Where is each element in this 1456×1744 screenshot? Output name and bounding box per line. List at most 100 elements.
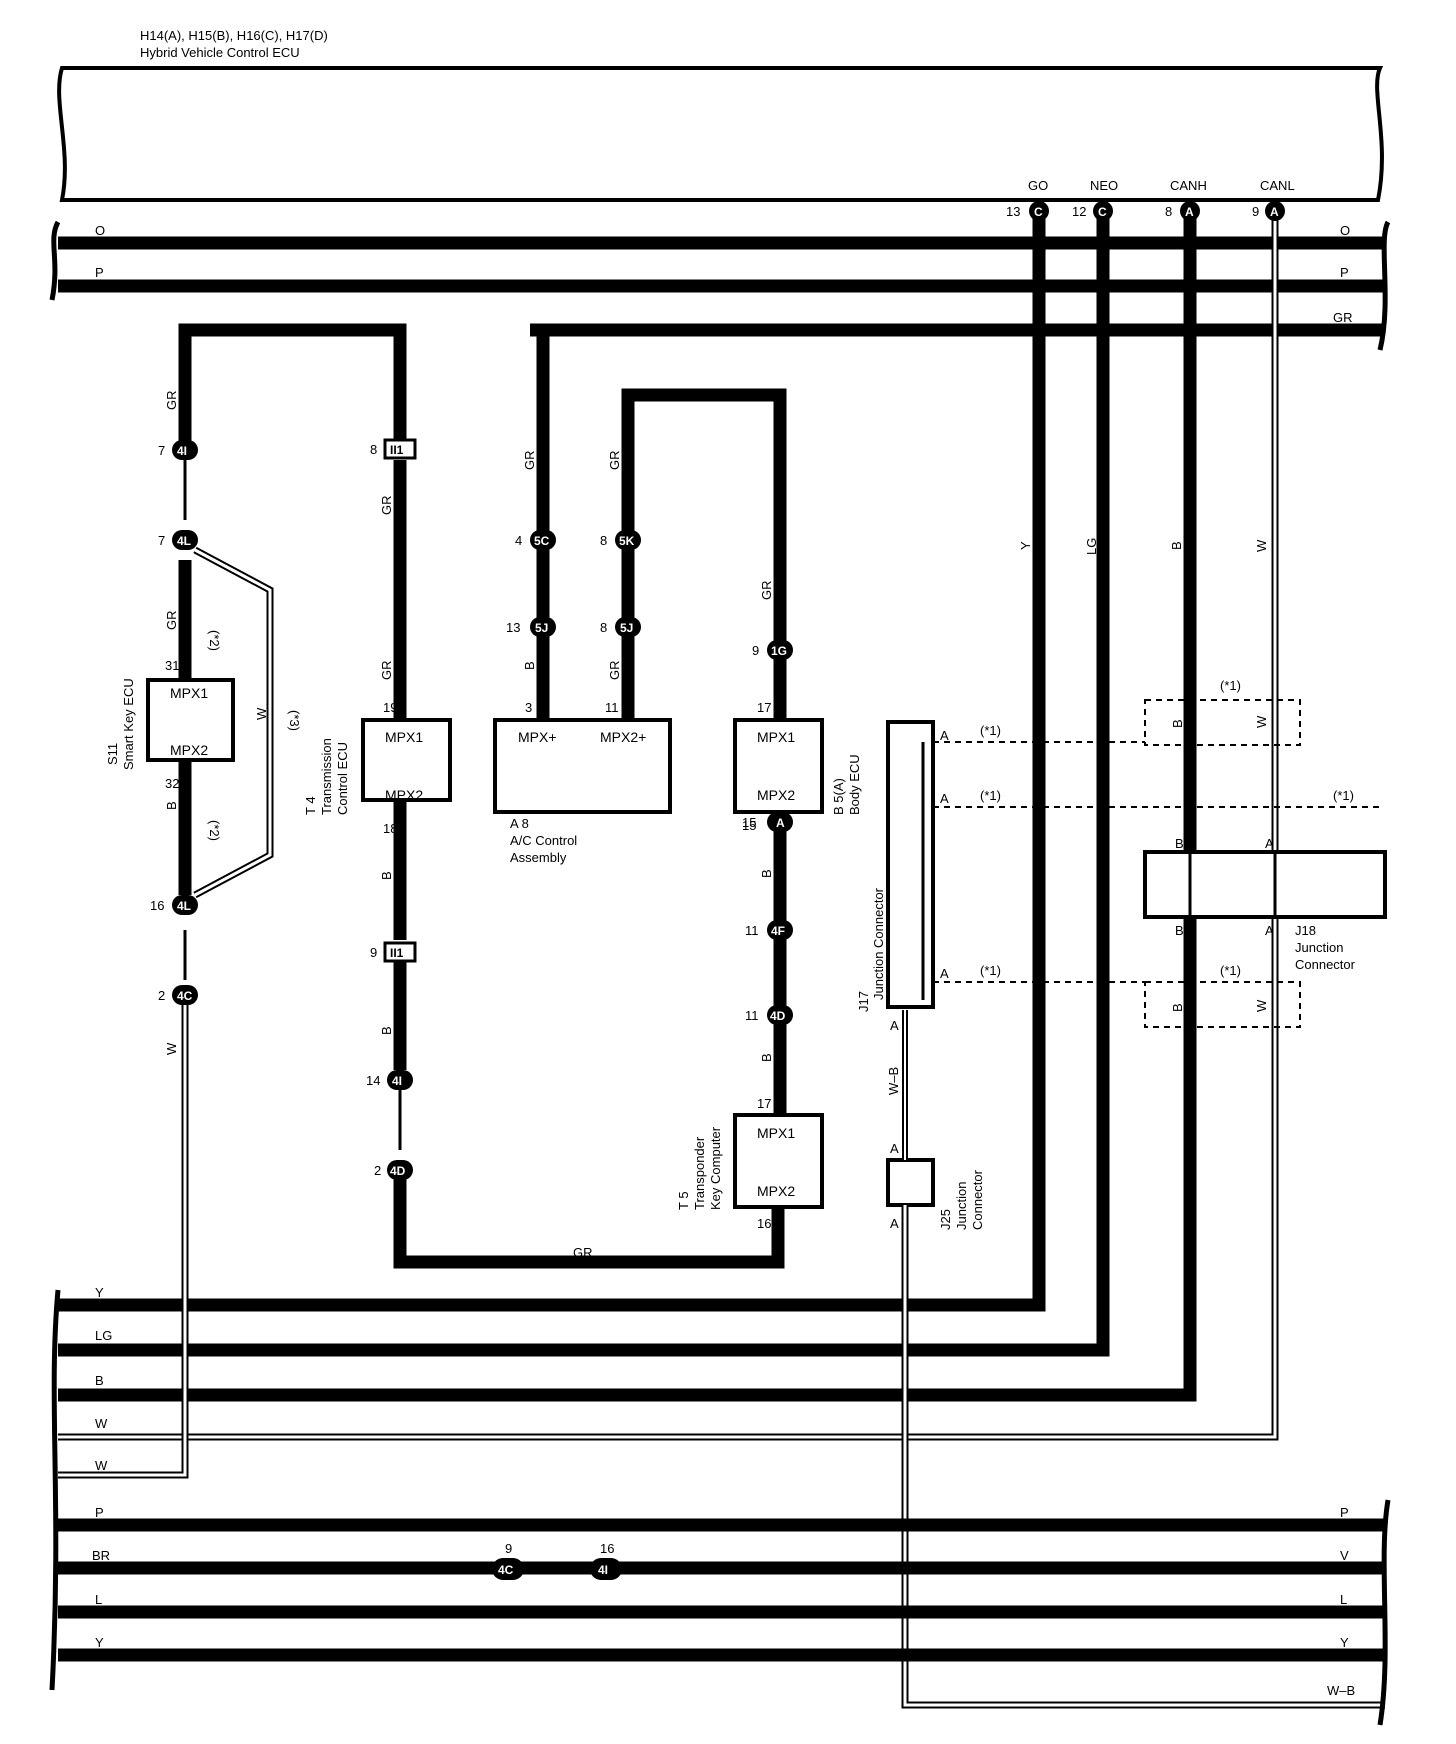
j25-id: J25 [938,1209,953,1230]
bot-bus-right-p: P [1340,1505,1349,1520]
j18-name2: Connector [1295,957,1356,972]
terminal-canl-label: CANL [1260,178,1295,193]
ecu-name-label: Hybrid Vehicle Control ECU [140,45,300,60]
svg-text:4C: 4C [498,1563,514,1577]
j18-dash-w-top: W [1254,715,1269,728]
svg-text:5C: 5C [534,534,550,548]
a8-pin-11: 11 [605,700,619,715]
b5-pin-15: 15 [742,818,756,833]
bot-bus-left-br: BR [92,1548,110,1563]
b-b5-lower: B [759,869,774,878]
j17-j25-wb-wire [901,1010,1385,1709]
ecu-neo-pin: 12 [1072,204,1086,219]
ecu-neo-conn: C [1098,205,1107,219]
svg-text:4I: 4I [177,444,187,458]
t5-transponder-box [733,1113,824,1209]
top-bus-right-gr: GR [1333,310,1353,325]
a8-name1: A/C Control [510,833,577,848]
note-star1-d: (*1) [1220,678,1241,693]
note-star1-e: (*1) [1333,788,1354,803]
j17-junction-connector [886,720,935,1009]
b-t5-upper: B [759,1053,774,1062]
gr-b5-top: GR [759,581,774,601]
svg-text:8: 8 [600,620,607,635]
terminal-neo-label: NEO [1090,178,1118,193]
t4-mpx1: MPX1 [385,729,423,745]
t5-name2: Key Computer [708,1126,723,1210]
b5-mpx1: MPX1 [757,729,795,745]
gr-a8-right: GR [607,661,622,681]
b5-mpx2: MPX2 [757,787,795,803]
j18-pin-b-bottom: B [1175,923,1184,938]
note-star1-f: (*1) [1220,963,1241,978]
j18-dash-b-top: B [1170,719,1185,728]
svg-text:II1: II1 [390,946,404,960]
a8-wiring [536,323,787,720]
gr-a8-right-top: GR [607,451,622,471]
t4-pin-19: 19 [383,700,397,715]
s11-id: S11 [105,743,120,765]
a8-mpx2-plus: MPX2+ [600,729,646,745]
svg-text:15: 15 [742,815,756,830]
bot-bus-left-y: Y [95,1285,104,1300]
svg-text:13: 13 [506,620,520,635]
gr-s11-top: GR [164,391,179,411]
terminal-canh-label: CANH [1170,178,1207,193]
j17-pin-a2: A [940,791,949,806]
note-star3: (*3) [287,710,302,731]
b-s11-lower: B [164,801,179,810]
svg-text:2: 2 [374,1163,381,1178]
svg-text:8: 8 [370,442,377,457]
top-bus-left-o: O [95,223,105,238]
j17-id: J17 [856,991,871,1012]
s11-pin-31: 31 [165,658,179,673]
bot-bus-left-w1: W [95,1416,108,1431]
j18-pin-a-top: A [1265,836,1274,851]
svg-text:9: 9 [370,945,377,960]
top-bus [49,220,1391,351]
s11-pin-32: 32 [165,776,179,791]
bot-bus-right-y: Y [1340,1635,1349,1650]
top-bus-right-p: P [1340,265,1349,280]
wire-color-b: B [1169,541,1184,550]
t4-mpx2: MPX2 [385,787,423,803]
svg-text:2: 2 [158,988,165,1003]
b5-pin-17: 17 [757,700,771,715]
s11-mpx1: MPX1 [170,685,208,701]
j25-name2: Connector [970,1169,985,1230]
svg-text:A: A [776,816,785,830]
ecu-go-conn: C [1034,205,1043,219]
svg-text:5J: 5J [535,621,548,635]
bot-bus-left-l: L [95,1592,102,1607]
wire-color-y: Y [1018,541,1033,550]
b-t4-bottom: B [379,1026,394,1035]
svg-text:16: 16 [600,1541,614,1556]
t4-id: T 4 [303,796,318,815]
j18-id: J18 [1295,923,1316,938]
bot-bus-left-lg: LG [95,1328,112,1343]
a8-name2: Assembly [510,850,567,865]
b5-body-ecu-box [733,718,824,814]
bot-bus-left-y2: Y [95,1635,104,1650]
t5-name1: Transponder [692,1136,707,1210]
bot-bus-left-w2: W [95,1458,108,1473]
svg-text:5K: 5K [619,534,635,548]
j17-pin-a4: A [890,1018,899,1033]
w-s11-branch: W [254,707,269,720]
ecu-connectors-label: H14(A), H15(B), H16(C), H17(D) [140,28,328,43]
gr-s11-mid: GR [164,611,179,631]
top-bus-left-p: P [95,265,104,280]
a8-id: A 8 [510,816,529,831]
j25-junction-connector [886,1158,935,1207]
ecu-canl-pin: 9 [1252,204,1259,219]
can-dashed-branches [933,699,1380,1028]
svg-text:7: 7 [158,533,165,548]
wire-color-w: W [1254,539,1269,552]
a8-pin-3: 3 [525,700,532,715]
svg-text:4F: 4F [771,924,785,938]
svg-text:4L: 4L [177,899,191,913]
wire-color-lg: LG [1084,538,1099,555]
svg-text:4C: 4C [177,989,193,1003]
gr-t4-top: GR [379,496,394,516]
